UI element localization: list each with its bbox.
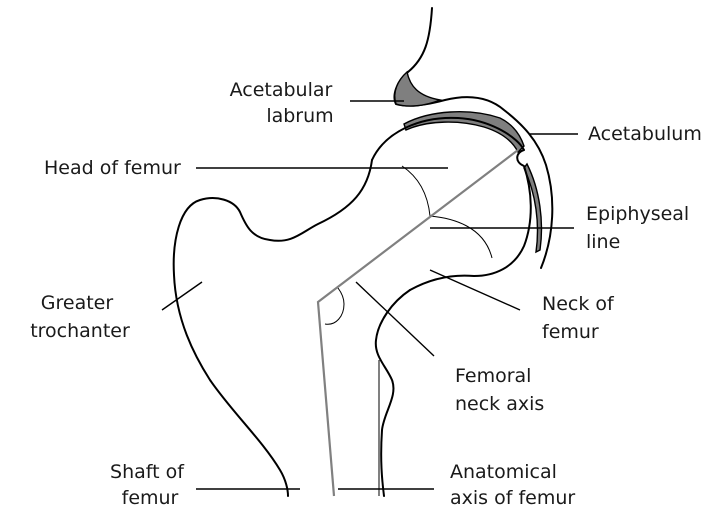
leader-greater-trochanter [162, 282, 202, 310]
label-epiphyseal-line: Epiphyseal line [586, 203, 695, 253]
label-greater-trochanter: Greater trochanter [30, 292, 130, 342]
label-femoral-neck-axis: Femoral neck axis [455, 365, 544, 415]
label-anatomical-axis-line1: Anatomical [450, 461, 557, 483]
leader-femoral-neck-axis [356, 282, 434, 356]
label-epiphyseal-line-line1: Epiphyseal [586, 203, 689, 225]
femoral-neck-axis-line [318, 150, 518, 496]
label-neck-of-femur-line2: femur [542, 321, 599, 343]
label-epiphyseal-line-line2: line [586, 231, 620, 253]
label-shaft-of-femur: Shaft of femur [110, 461, 190, 509]
label-shaft-of-femur-line1: Shaft of [110, 461, 185, 483]
label-greater-trochanter-line1: Greater [41, 292, 114, 314]
label-anatomical-axis-line2: axis of femur [450, 487, 575, 509]
label-anatomical-axis: Anatomical axis of femur [450, 461, 575, 509]
label-femoral-neck-axis-line2: neck axis [455, 393, 544, 415]
label-shaft-of-femur-line2: femur [122, 487, 179, 509]
greater-trochanter-outline [174, 160, 372, 496]
label-acetabular-labrum-line1: Acetabular [230, 79, 333, 101]
label-greater-trochanter-line2: trochanter [30, 320, 130, 342]
label-neck-of-femur-line1: Neck of [542, 293, 615, 315]
label-acetabulum: Acetabulum [588, 123, 702, 145]
label-acetabular-labrum-line2: labrum [266, 105, 333, 127]
label-head-of-femur: Head of femur [44, 157, 181, 179]
femoral-neck-outline [376, 290, 410, 496]
femoral-head-outline [372, 118, 531, 290]
label-acetabular-labrum: Acetabular labrum [230, 79, 339, 127]
label-femoral-neck-axis-line1: Femoral [455, 365, 531, 387]
label-neck-of-femur: Neck of femur [542, 293, 620, 343]
